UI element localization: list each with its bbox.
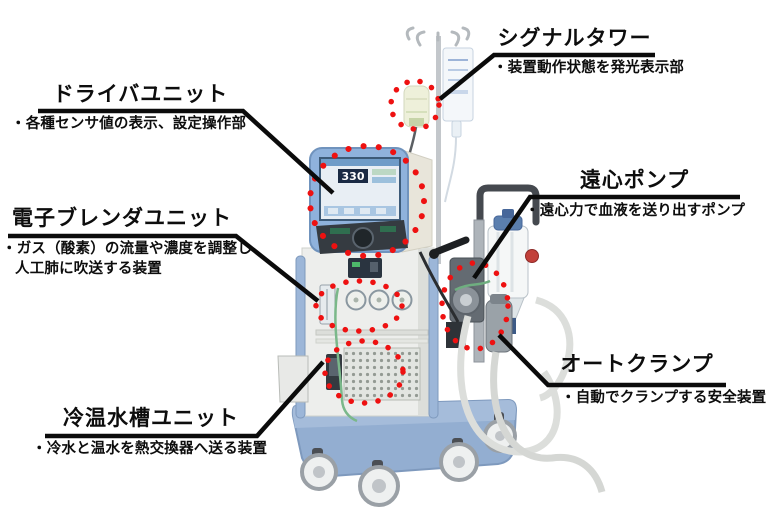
- gas-tube: [334, 287, 358, 423]
- callout-title-centrifugal-pump: 遠心ポンプ: [579, 168, 690, 192]
- ring-blender: [313, 278, 405, 334]
- leader-signal-tower: [438, 52, 655, 101]
- highlight-rings: [307, 78, 511, 406]
- ring-pump: [439, 260, 511, 352]
- control-knob: [352, 227, 374, 249]
- callout-desc-auto-clamp: ・自動でクランプする安全装置: [561, 390, 767, 406]
- callout-desc-blender-unit-line2: 人工肺に吹送する装置: [15, 261, 162, 277]
- leader-pump: [472, 194, 740, 280]
- callout-lines: [8, 52, 740, 439]
- callout-desc-centrifugal-pump: ・遠心力で血液を送り出すポンプ: [525, 203, 746, 219]
- callout-title-signal-tower: シグナルタワー: [497, 26, 652, 50]
- callout-desc-driver-unit: ・各種センサ値の表示、設定操作部: [11, 116, 247, 132]
- blender-gauges: [319, 284, 413, 325]
- centrifugal-pump-assembly: [418, 236, 513, 353]
- callout-title-auto-clamp: オートクランプ: [560, 352, 714, 376]
- main-column: [277, 247, 439, 423]
- driver-unit-monitor: 330: [309, 147, 433, 254]
- iv-pole: [405, 26, 471, 264]
- leader-driver-unit: [38, 108, 335, 195]
- water-tank-grille: [326, 347, 421, 401]
- leader-auto-clamp: [497, 333, 726, 388]
- red-port: [525, 249, 539, 263]
- callout-title-blender-unit: 電子ブレンダユニット: [12, 206, 232, 230]
- callout-title-driver-unit: ドライバユニット: [52, 82, 229, 106]
- callout-desc-blender-unit-line1: ・ガス（酸素）の流量や濃度を調整し: [2, 241, 252, 257]
- callout-desc-water-tank-unit: ・冷水と温水を熱交換器へ送る装置: [32, 441, 268, 457]
- iv-bag: [442, 47, 474, 203]
- leader-blender: [8, 233, 320, 303]
- leader-water-tank: [45, 360, 325, 439]
- callout-desc-signal-tower: ・装置動作状態を発光表示部: [493, 60, 685, 76]
- circuit-tubing: [457, 296, 606, 494]
- ring-driver-unit: [307, 143, 427, 259]
- ring-water-tank: [322, 338, 406, 406]
- screen-readout: 330: [342, 170, 365, 183]
- ring-signal-tower: [388, 78, 442, 132]
- callout-title-water-tank-unit: 冷温水槽ユニット: [63, 406, 239, 430]
